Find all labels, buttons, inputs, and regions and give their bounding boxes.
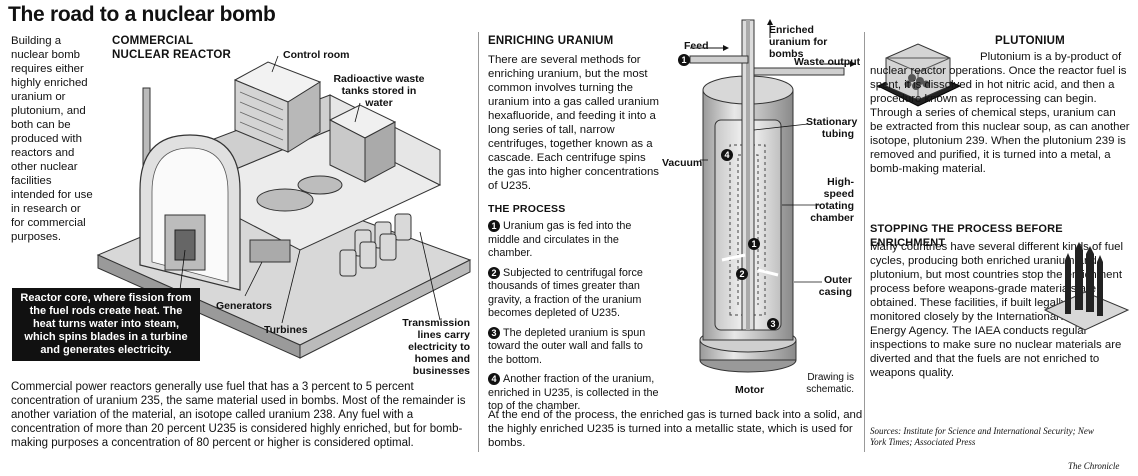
label-motor: Motor xyxy=(735,384,765,396)
reactor-heading-line2: NUCLEAR REACTOR xyxy=(112,49,232,61)
plutonium-text: Plutonium is a by-product of nuclear rea… xyxy=(870,50,1130,176)
stopping-text: Many countries have several different ki… xyxy=(870,241,1124,379)
page-title: The road to a nuclear bomb xyxy=(8,3,276,26)
reactor-heading: COMMERCIAL NUCLEAR REACTOR xyxy=(112,34,242,62)
step-text: Subjected to centrifugal force thousands… xyxy=(488,266,643,320)
enriching-footer-text: At the end of the process, the enriched … xyxy=(488,409,863,449)
column-divider-2 xyxy=(864,32,865,452)
label-feed: Feed xyxy=(684,40,709,52)
label-waste-out: Waste output xyxy=(794,56,861,68)
reactor-illustration xyxy=(96,55,472,359)
step-text: The depleted uranium is spun toward the … xyxy=(488,326,646,366)
label-turbines: Turbines xyxy=(264,324,308,336)
step-number: 3 xyxy=(488,326,500,339)
stopping-heading: STOPPING THE PROCESS BEFORE ENRICHMENT xyxy=(870,223,1063,249)
step-number: 2 xyxy=(488,266,500,279)
publication-credit: The Chronicle xyxy=(1068,461,1120,471)
label-transmission: Transmission lines carry electricity to … xyxy=(402,317,470,377)
label-outer: Outer casing xyxy=(818,274,852,298)
sources-text: Sources: Institute for Science and Inter… xyxy=(870,426,1094,447)
label-waste-tanks: Radioactive waste tanks stored in water xyxy=(333,73,425,109)
centrifuge-diagram xyxy=(689,19,856,373)
label-vacuum: Vacuum xyxy=(662,157,703,169)
step-number: 4 xyxy=(488,373,500,385)
plutonium-illustration xyxy=(876,43,962,107)
enriching-text: There are several methods for enriching … xyxy=(488,54,659,192)
marker-2: 2 xyxy=(736,268,748,280)
missiles-illustration xyxy=(1043,242,1130,331)
reactor-core-callout: Reactor core, where fission from the fue… xyxy=(12,288,200,361)
label-schematic: Drawing is schematic. xyxy=(806,372,854,395)
label-chamber: High-speed rotating chamber xyxy=(810,176,854,224)
plutonium-body: Plutonium is a by-product of nuclear rea… xyxy=(870,51,1130,175)
column-divider-1 xyxy=(478,32,479,452)
marker-1-feed: 1 xyxy=(678,54,690,66)
marker-1: 1 xyxy=(748,238,760,250)
label-stationary: Stationary tubing xyxy=(806,116,858,140)
step-text: Uranium gas is fed into the middle and c… xyxy=(488,220,632,259)
marker-4: 4 xyxy=(721,149,733,161)
label-control-room: Control room xyxy=(283,49,350,61)
label-enriched-out: Enriched uranium for bombs xyxy=(769,24,828,60)
step-number: 1 xyxy=(488,220,500,232)
plutonium-heading: PLUTONIUM xyxy=(995,35,1065,47)
step-text: Another fraction of the uranium, enriche… xyxy=(488,373,659,412)
label-generators: Generators xyxy=(216,300,273,312)
enriching-heading: ENRICHING URANIUM xyxy=(488,35,614,47)
marker-3: 3 xyxy=(767,318,779,330)
process-heading: THE PROCESS xyxy=(488,203,566,215)
intro-text: Building a nuclear bomb requires either … xyxy=(11,35,93,243)
reactor-footer-text: Commercial power reactors generally use … xyxy=(11,381,466,449)
reactor-heading-line1: COMMERCIAL xyxy=(112,35,194,47)
